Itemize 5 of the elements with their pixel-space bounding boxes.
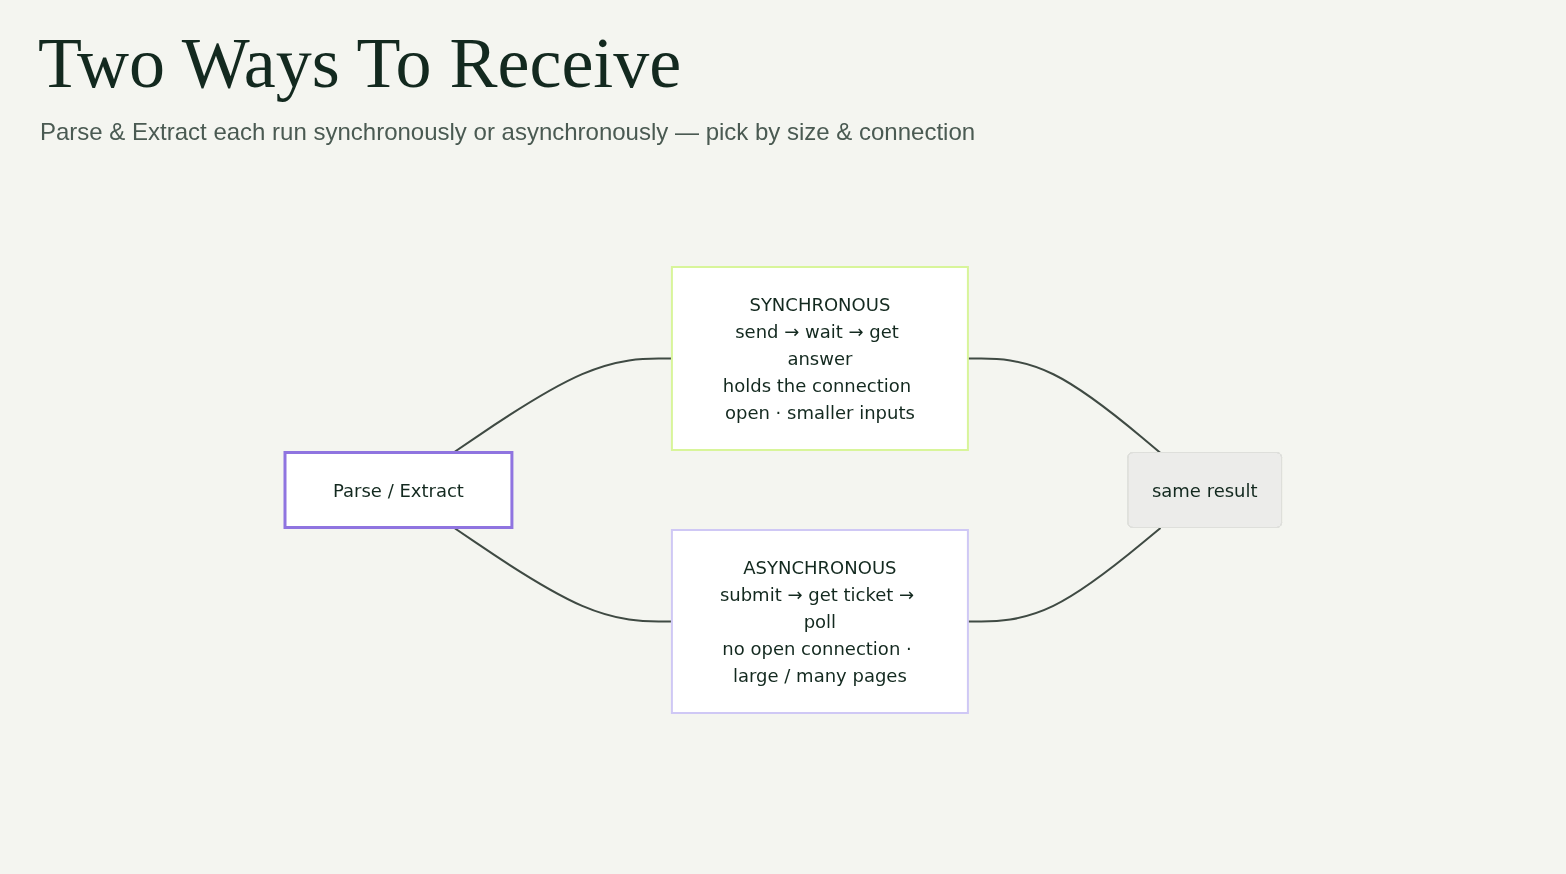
node-box: Parse / Extract	[283, 451, 514, 529]
subtitle: Parse & Extract each run synchronously or asynchronously — pick by size & connection	[40, 118, 976, 146]
node-box: SYNCHRONOUS send → wait → get answer holds the connection open · smaller inputs	[670, 266, 969, 451]
node-box: ASYNCHRONOUS submit → get ticket → poll no open connection · large / many pages	[670, 529, 969, 714]
title: Two Ways To Receive	[38, 22, 682, 105]
